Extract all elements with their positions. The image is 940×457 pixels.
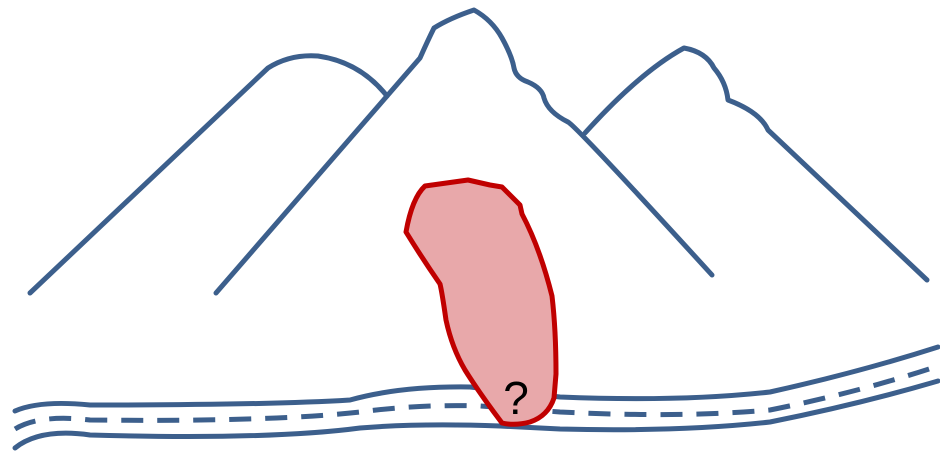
question-mark-label: ? — [503, 372, 529, 424]
right-mountain — [585, 48, 927, 280]
left-mountain — [30, 56, 387, 293]
